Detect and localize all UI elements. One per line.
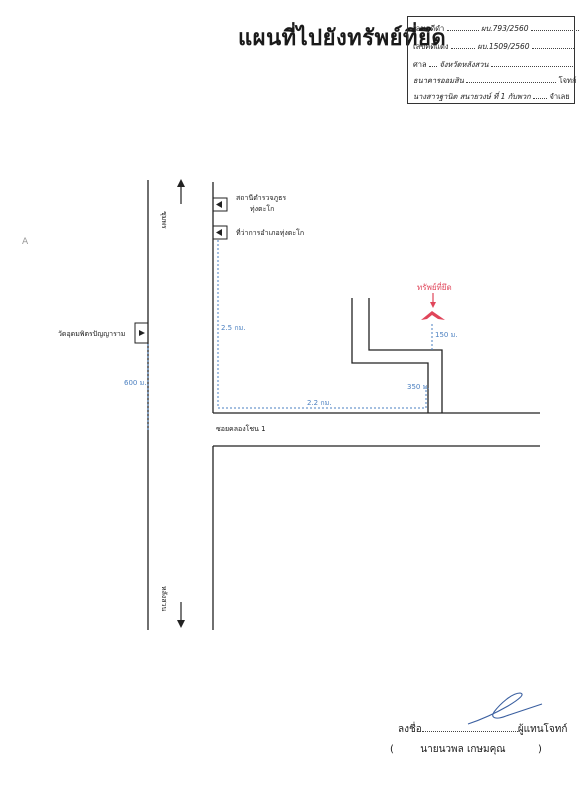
police-station-box (212, 197, 228, 212)
page-title: แผนที่ไปยังทรัพย์ที่ยึด (238, 25, 447, 51)
police-station-label-2: ทุ่งตะโก (250, 205, 275, 213)
branch-road-inner (368, 298, 443, 413)
plaintiff-row: ธนาคารออมสิน โจทก์ (413, 72, 577, 86)
property-label: ทรัพย์ที่ยึด (417, 283, 452, 292)
plaintiff-value: ธนาคารออมสิน (413, 76, 464, 85)
property-marker (421, 311, 445, 320)
property-pointer-head (430, 302, 436, 308)
red-case-label: เลขคดีแดง (413, 42, 449, 51)
branch-road-outer (351, 298, 429, 413)
police-station-arrow (216, 201, 222, 208)
soi-label: ซอยคลองโชน 1 (216, 425, 266, 433)
route-main (217, 240, 427, 409)
plaintiff-label: โจทก์ (558, 76, 577, 85)
north-arrow-head (177, 179, 185, 187)
south-arrow-head (177, 620, 185, 628)
signer-name: นายนวพล เกษมคุณ (420, 744, 506, 755)
defendant-value: นางสาวฐานิต สนายวงษ์ ที่ 1 กับพวก (413, 92, 531, 101)
court-row: ศาล จังหวัดหลังสวน (413, 56, 573, 70)
south-direction-label: หลังสวน (160, 586, 168, 612)
signature-role: ผู้แทนโจทก์ (517, 724, 568, 735)
defendant-row: นางสาวฐานิต สนายวงษ์ ที่ 1 กับพวก จำเลย (413, 88, 570, 102)
black-case-label: เลขคดีดำ (413, 24, 445, 33)
signature-scribble (467, 692, 543, 725)
signature-line: ลงชื่อ ผู้แทนโจทก์ (398, 722, 567, 737)
distance-350m: 350 ม. (407, 383, 430, 391)
court-label: ศาล (413, 60, 427, 69)
case-info-box: เลขคดีดำ ผบ.793/2560 เลขคดีแดง ผบ.1509/2… (407, 16, 579, 104)
police-station-label-1: สถานีตำรวจภูธร (236, 194, 287, 202)
distance-2-5km: 2.5 กม. (221, 324, 246, 332)
distance-150m: 150 ม. (435, 331, 458, 339)
black-case-value: ผบ.793/2560 (481, 24, 529, 33)
margin-mark: A (22, 237, 29, 247)
court-value: จังหวัดหลังสวน (439, 60, 489, 69)
district-office-label: ที่ว่าการอำเภอทุ่งตะโก (236, 229, 305, 237)
signer-name-line: ( นายนวพล เกษมคุณ ) (390, 742, 542, 757)
black-case-row: เลขคดีดำ ผบ.793/2560 (413, 20, 579, 34)
open-paren: ( (390, 744, 394, 755)
sign-label: ลงชื่อ (398, 724, 422, 735)
district-office-arrow (216, 229, 222, 236)
district-office-box (212, 225, 228, 240)
red-case-value: ผบ.1509/2560 (477, 42, 530, 51)
distance-600m: 600 ม. (124, 379, 147, 387)
defendant-label: จำเลย (549, 92, 570, 101)
close-paren: ) (537, 744, 542, 755)
north-direction-label: ชุมพร (160, 211, 168, 229)
temple-arrow (139, 330, 145, 336)
temple-label: วัดอุดมพิตรปัญญาราม (58, 330, 126, 338)
red-case-row: เลขคดีแดง ผบ.1509/2560 (413, 38, 574, 52)
temple-box (134, 322, 149, 344)
distance-2-2km: 2.2 กม. (307, 399, 332, 407)
